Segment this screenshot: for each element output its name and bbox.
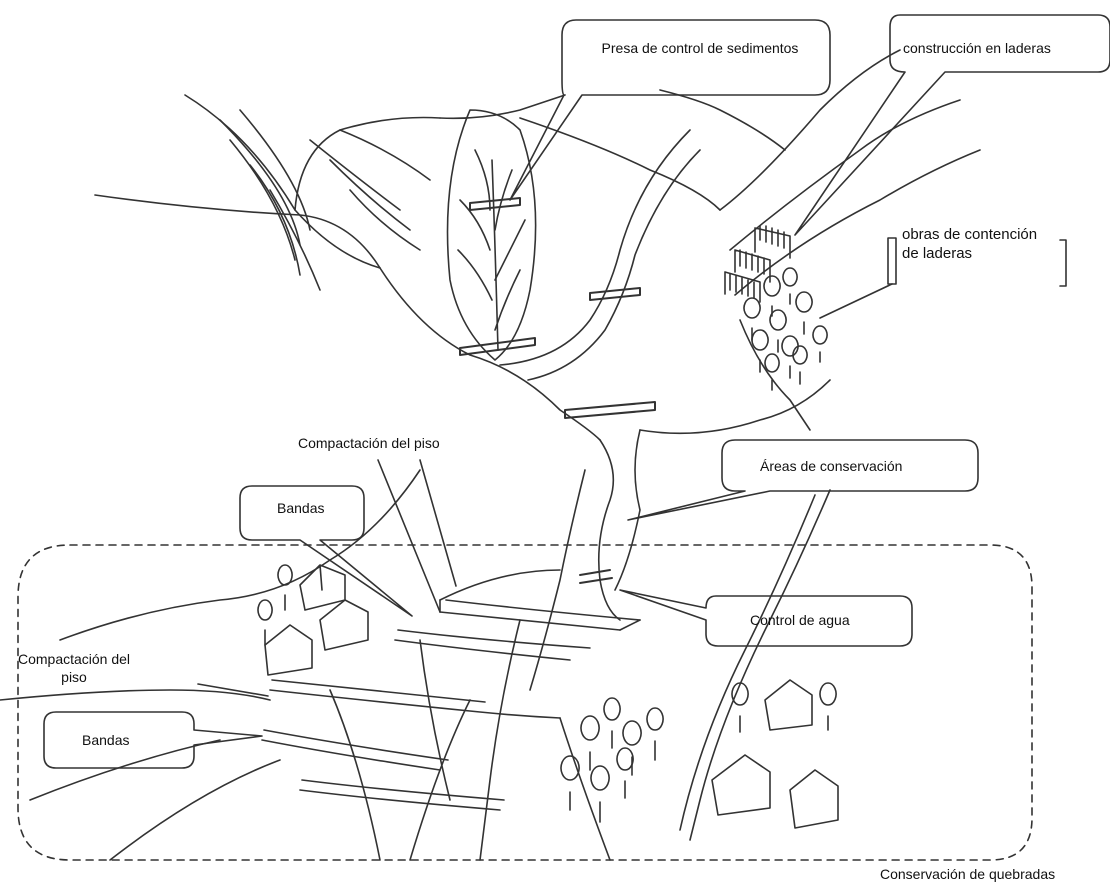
label-bandas-left: Bandas xyxy=(82,732,162,750)
label-areas: Áreas de conservación xyxy=(760,458,960,476)
pointer-compactacion-left xyxy=(198,684,268,696)
callout-obras xyxy=(888,238,896,284)
check-dams xyxy=(460,198,655,583)
houses-right xyxy=(712,680,838,828)
label-compactacion-top: Compactación del piso xyxy=(298,435,498,453)
label-obras: obras de contención de laderas xyxy=(902,226,1052,264)
label-compactacion-left: Compactación del piso xyxy=(14,651,134,686)
label-control-agua: Control de agua xyxy=(750,612,890,630)
callout-areas xyxy=(628,440,978,520)
terrace-walls xyxy=(725,226,790,302)
houses-left xyxy=(258,565,368,675)
plain-trees xyxy=(561,698,663,822)
label-construccion: construcción en laderas xyxy=(903,40,1108,58)
pointer-compactacion-top xyxy=(378,460,440,612)
callout-obras-pointer xyxy=(820,284,892,318)
label-conservacion: Conservación de quebradas xyxy=(880,866,1105,884)
callout-bubbles xyxy=(44,15,1110,768)
pointer-compactacion-top-2 xyxy=(420,460,456,586)
hillside-trees xyxy=(744,268,827,390)
conservation-boundary xyxy=(18,545,1032,860)
callout-obras-right xyxy=(1060,240,1066,286)
label-bandas-top: Bandas xyxy=(277,500,357,518)
label-presa: Presa de control de sedimentos xyxy=(600,40,800,58)
bands xyxy=(262,600,640,810)
